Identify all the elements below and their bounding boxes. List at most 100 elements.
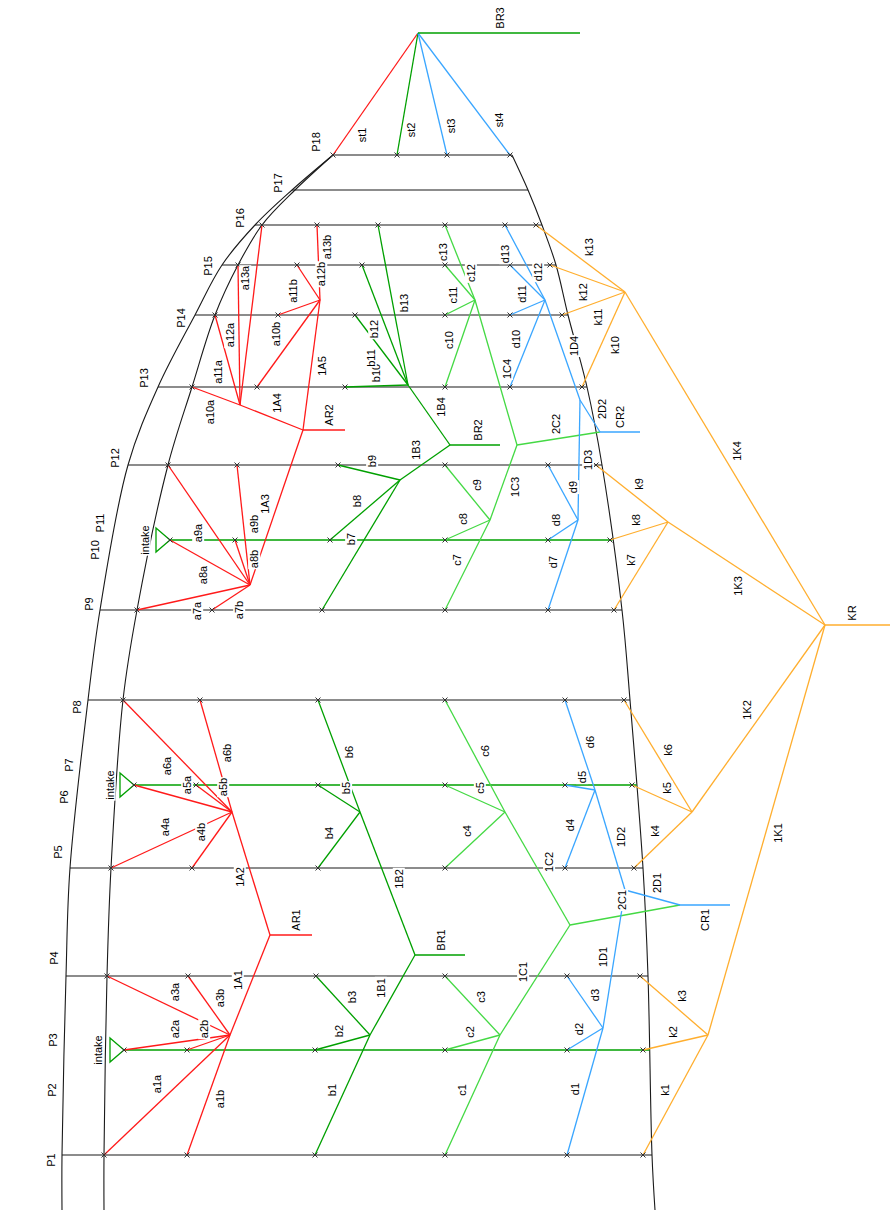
pipe-label: d2 (573, 1021, 585, 1035)
pipe-label: a5b (217, 777, 229, 797)
end-marker (560, 313, 565, 318)
pipe-line (278, 300, 320, 315)
end-marker (641, 1153, 646, 1158)
end-marker (443, 866, 448, 871)
pipe-line (240, 225, 262, 405)
end-marker (320, 608, 325, 613)
pipe-label: a12b (316, 261, 328, 287)
pipe-label: k11 (592, 307, 604, 326)
pipe-label: d5 (576, 770, 588, 784)
pipe-line (322, 480, 400, 610)
frame-label: P10 (89, 539, 101, 561)
end-marker (313, 1048, 318, 1053)
pipe-label: d8 (550, 513, 562, 527)
pipe-label: d7 (547, 554, 559, 568)
end-marker (328, 538, 333, 543)
pipe-label: 2D1 (651, 872, 663, 894)
pipe-line (567, 1028, 603, 1155)
pipe-line (418, 32, 580, 33)
frame-line (128, 464, 602, 465)
pipe-label: 1D1 (598, 946, 610, 968)
pipe-line (318, 812, 360, 868)
pipe-line (408, 385, 450, 445)
pipe-label: k13 (583, 237, 595, 257)
pipe-line (578, 400, 580, 520)
pipe-label: a2b (198, 1019, 210, 1039)
end-marker (376, 223, 381, 228)
pipe-line (303, 429, 345, 430)
pipe-line (400, 445, 450, 480)
pipe-label: 1K2 (741, 700, 753, 722)
end-marker (638, 974, 643, 979)
intake-symbol (120, 773, 134, 797)
pipe-line (333, 33, 418, 155)
end-marker (166, 463, 171, 468)
pipe-label: a12a (224, 322, 236, 348)
pipe-label: BR1 (434, 929, 446, 952)
pipe-label: d11 (516, 285, 528, 305)
pipe-label: 1C2 (543, 851, 555, 873)
pipe-line (545, 300, 580, 400)
end-marker (612, 608, 617, 613)
pipe-label: 1C4 (501, 358, 513, 380)
frame-label: P2 (45, 1082, 57, 1097)
frame-line (255, 224, 542, 225)
end-marker (316, 698, 321, 703)
pipe-line (318, 785, 360, 812)
pipe-label: k7 (625, 553, 637, 567)
end-marker (546, 538, 551, 543)
frame-label: P7 (62, 757, 74, 772)
pipe-label: 1B1 (374, 978, 386, 1000)
pipe-label: k3 (676, 990, 688, 1004)
end-marker (565, 1153, 570, 1158)
hull-line (104, 155, 333, 1210)
end-marker (121, 698, 126, 703)
end-marker (508, 385, 513, 390)
pipe-line (362, 265, 408, 385)
frame-line (100, 609, 622, 610)
pipe-line (634, 812, 692, 868)
end-marker (443, 608, 448, 613)
pipe-label: 1A2 (233, 866, 245, 888)
end-marker (395, 153, 400, 158)
pipe-label: a10a (204, 399, 216, 425)
end-marker (313, 1153, 318, 1158)
pipe-line (104, 1035, 230, 1155)
pipe-label: a5a (181, 774, 193, 794)
pipe-line (418, 33, 510, 155)
pipe-label: b8 (351, 494, 363, 508)
end-marker (210, 608, 215, 613)
end-marker (508, 313, 513, 318)
pipe-label: c9 (471, 478, 483, 492)
pipe-label: a4a (159, 816, 171, 836)
end-marker (565, 974, 570, 979)
end-marker (594, 463, 599, 468)
pipe-label: c3 (475, 990, 487, 1004)
pipe-label: a10b (270, 321, 282, 347)
pipe-line (192, 812, 232, 868)
end-marker (260, 223, 265, 228)
pipe-label: b7 (345, 532, 357, 546)
end-marker (443, 463, 448, 468)
pipe-line (668, 522, 825, 625)
pipe-line (355, 315, 408, 385)
end-marker (630, 783, 635, 788)
pipe-label: b12 (368, 319, 380, 339)
pipe-label: 2C1 (616, 889, 628, 911)
pipe-label: c6 (479, 744, 491, 758)
pipe-label: c13 (437, 242, 449, 262)
pipe-line (445, 520, 490, 610)
end-marker (331, 153, 336, 158)
end-marker (295, 263, 300, 268)
pipe-line (445, 1035, 500, 1155)
pipe-label: 1A1 (232, 970, 244, 992)
pipe-label: a13a (239, 264, 251, 290)
end-marker (443, 313, 448, 318)
frame-label: P5 (51, 844, 63, 859)
pipe-line (170, 540, 250, 585)
end-marker (105, 974, 110, 979)
end-marker (360, 263, 365, 268)
end-marker (443, 223, 448, 228)
